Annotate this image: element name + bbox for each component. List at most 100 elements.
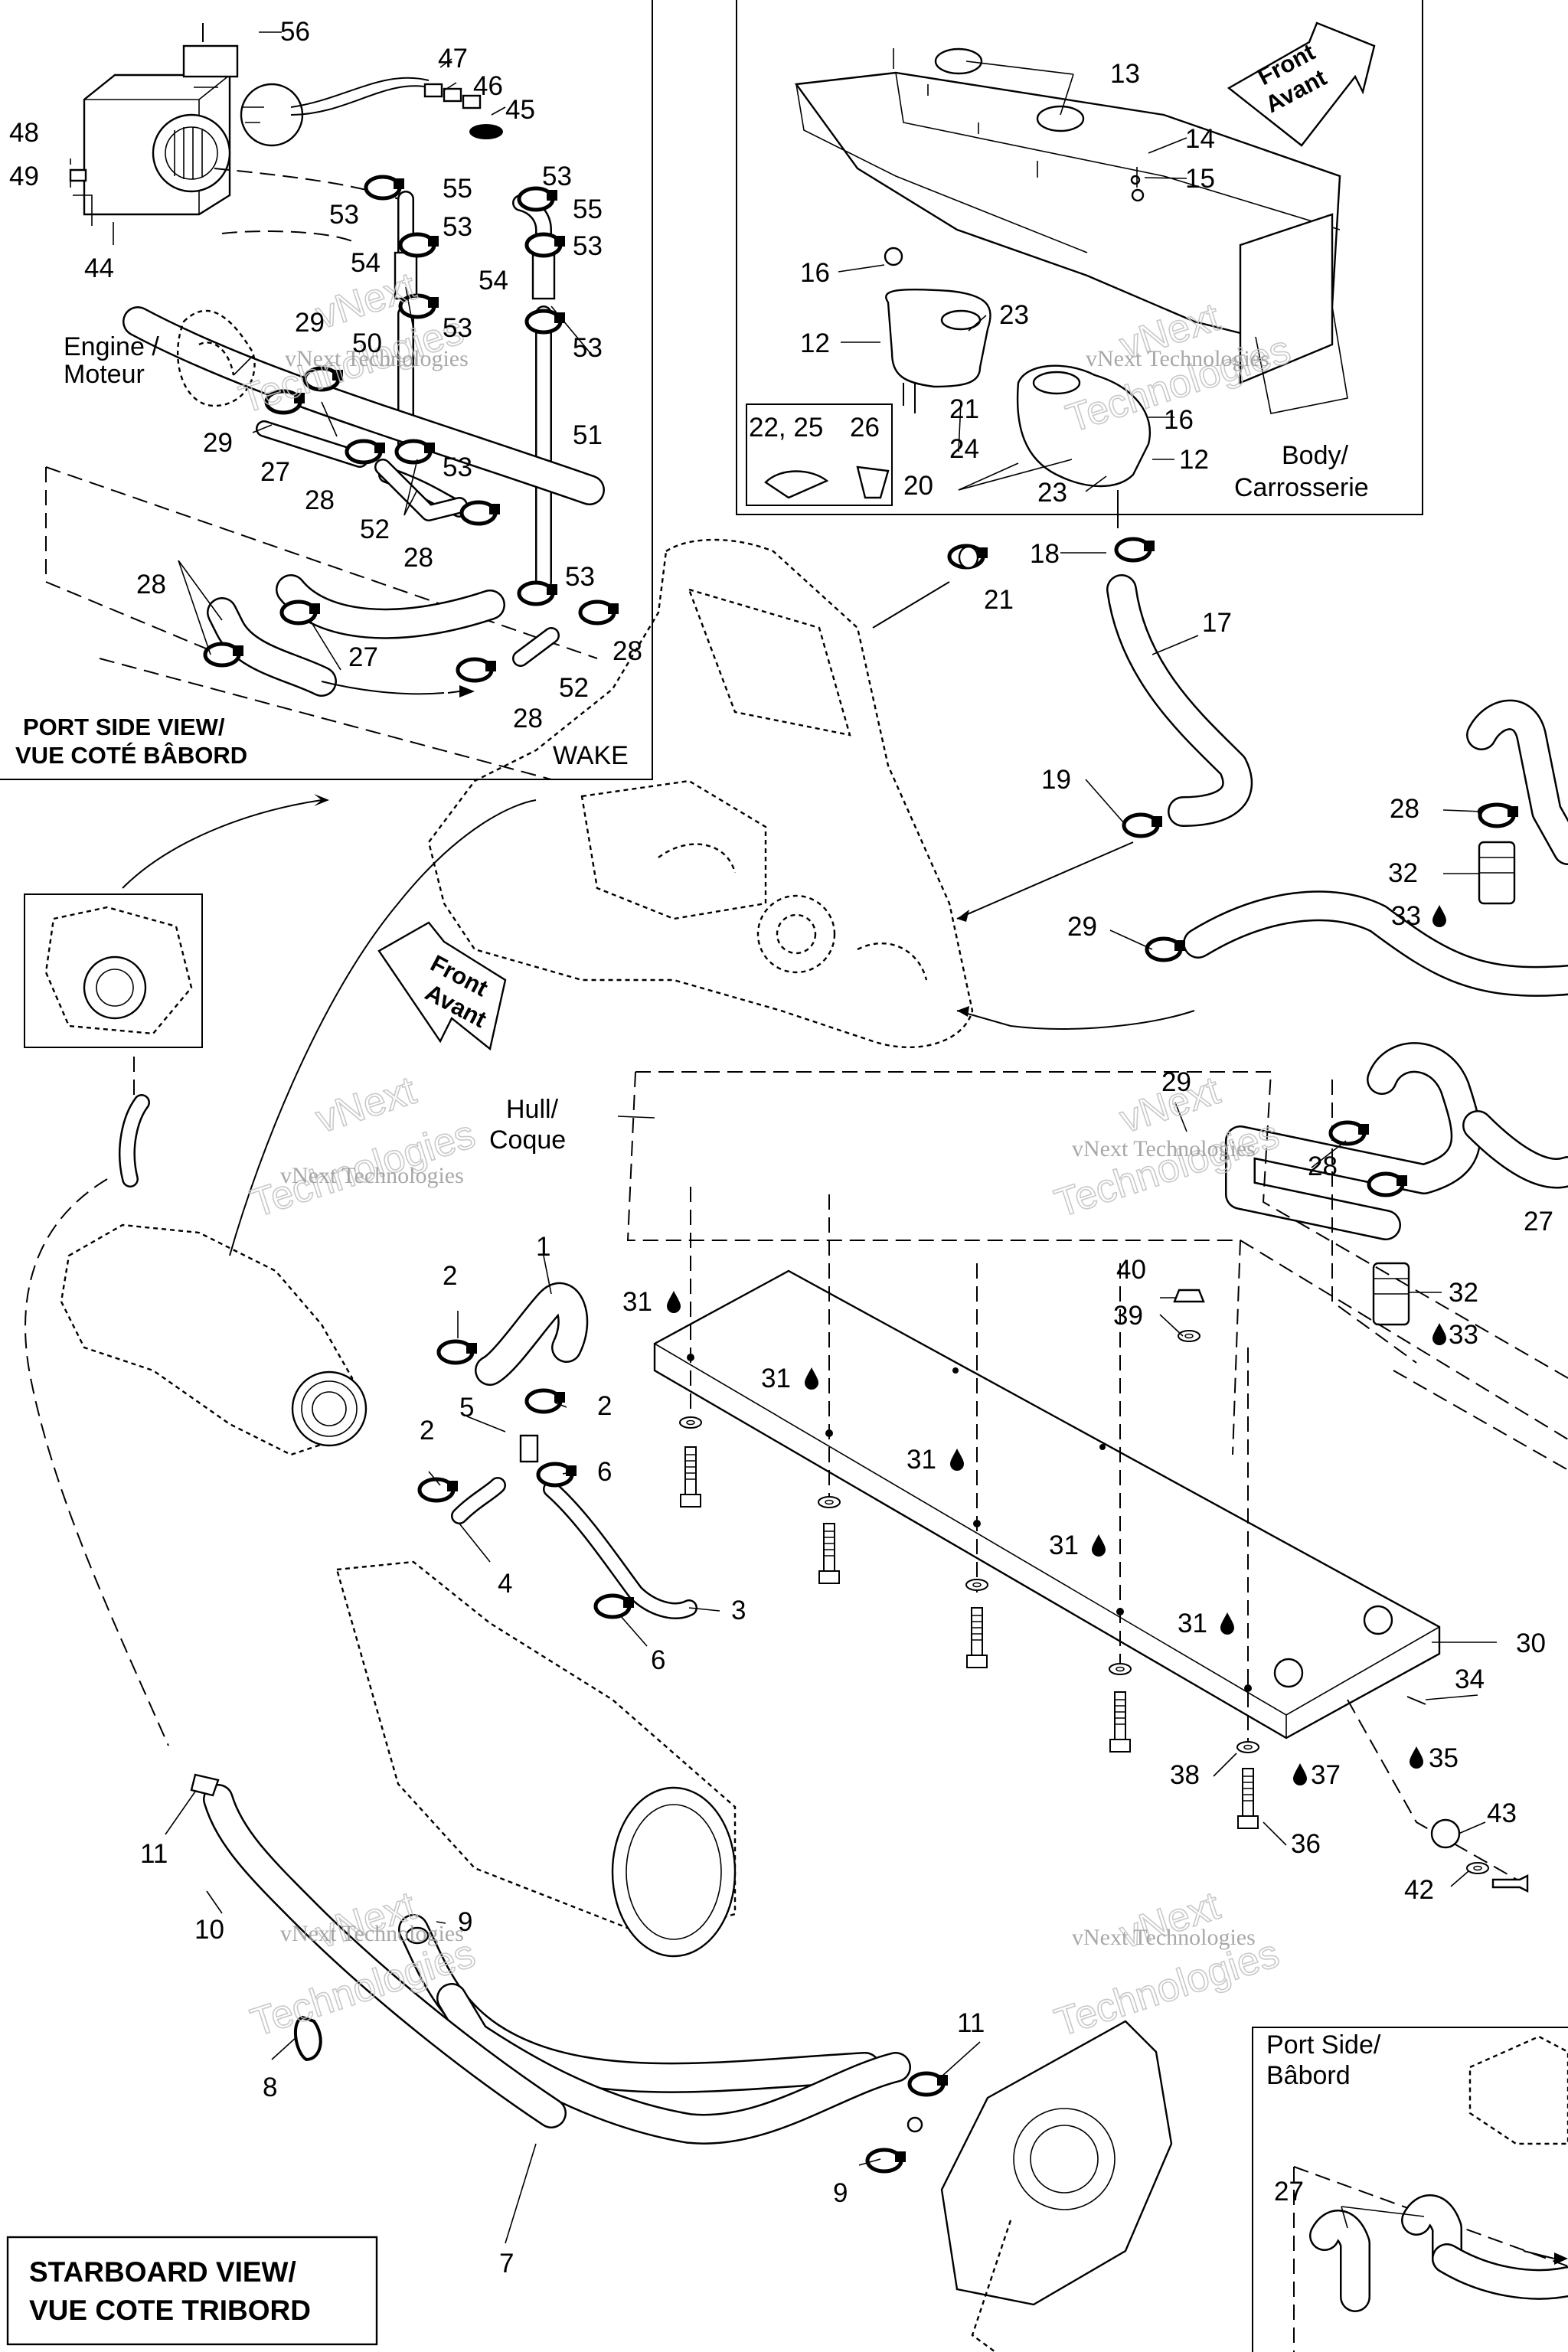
callout-55: 55 [573,194,603,224]
watermark-text: vNext Technologies [1072,1136,1256,1161]
callout-26: 26 [850,413,880,443]
callout-4: 4 [498,1569,512,1599]
leader-lines [70,31,1497,2244]
callout-numbers: 56 47 46 45 48 49 44 53 55 53 54 53 53 5… [9,17,1553,2278]
hose-1-4-6 [451,1282,697,1619]
port-side-label-line2: Bâbord [1266,2061,1351,2090]
callout-17: 17 [1202,608,1232,638]
callout-55: 55 [443,174,472,204]
callout-53: 53 [565,562,595,592]
callout-27: 27 [260,457,290,487]
starboard-view-line2: VUE COTE TRIBORD [29,2295,311,2326]
callout-44: 44 [84,253,114,283]
hose-17 [1106,574,1253,827]
fitting-32-lower [1372,1262,1410,1326]
hull-label-line1: Hull/ [506,1095,559,1124]
callout-28: 28 [513,704,543,733]
blower-unit-44 [69,23,433,226]
callout-18: 18 [1030,539,1060,569]
callout-29: 29 [1161,1067,1191,1097]
callout-33: 33 [1391,901,1421,931]
callout-49: 49 [9,162,39,191]
callout-30: 30 [1516,1628,1546,1658]
callout-27: 27 [1274,2177,1304,2207]
callout-1: 1 [536,1232,550,1262]
watermark-text: vNext Technologies [1086,346,1269,371]
hose-27-lower-loop [1225,1042,1568,1240]
callout-28: 28 [403,543,433,573]
callout-43: 43 [1487,1798,1517,1828]
heat-exchanger-plate-30 [653,1269,1441,1740]
callout-23: 23 [1037,478,1067,508]
callout-9: 9 [458,1907,472,1937]
callout-51: 51 [573,420,603,450]
callout-9: 9 [833,2178,848,2208]
callout-50: 50 [352,328,382,358]
callout-13: 13 [1110,59,1140,89]
wake-label: WAKE [553,741,629,770]
callout-31: 31 [761,1364,791,1393]
callout-12: 12 [1179,445,1209,475]
callout-39: 39 [1113,1301,1143,1331]
callout-24: 24 [949,434,979,464]
callout-32: 32 [1388,858,1418,888]
callout-32: 32 [1449,1278,1478,1308]
callout-16: 16 [1164,405,1194,435]
body-reservoir-inset [736,0,1423,528]
callout-38: 38 [1170,1760,1200,1790]
connector-45-46-47 [423,83,503,139]
callout-22-25: 22, 25 [749,413,823,443]
mounting-bolts [679,1187,1259,1829]
callout-42: 42 [1404,1875,1434,1905]
callout-31: 31 [1178,1609,1207,1638]
misc-small-parts [190,545,979,2133]
callout-11: 11 [957,2008,985,2038]
callout-29: 29 [295,308,325,338]
callout-53: 53 [443,212,472,242]
starboard-view-line1: STARBOARD VIEW/ [29,2256,296,2288]
callout-31: 31 [622,1287,652,1317]
port-side-view-line1: PORT SIDE VIEW/ [23,714,225,740]
callout-52: 52 [360,514,390,544]
hose-clamps [420,539,1518,2171]
inset-engine-thumbnail [24,893,203,1048]
callout-2: 2 [597,1391,612,1421]
hose-27-upper [1183,890,1568,997]
hull-outline [626,1071,1568,1471]
callout-2: 2 [420,1416,434,1446]
hose-7 [398,1914,911,2145]
callout-19: 19 [1041,765,1071,795]
exhaust-manifold [60,1223,368,1456]
engine-label-line1: Engine / [64,332,159,361]
watermark-text: vNext Technologies [280,1921,464,1946]
callout-3: 3 [731,1596,746,1625]
tube-55-right [512,194,556,590]
callout-23: 23 [999,300,1029,330]
callout-27: 27 [348,642,378,672]
callout-54: 54 [351,248,381,278]
callout-53: 53 [573,333,603,363]
watermark-text: vNext Technologies [285,346,469,371]
callout-48: 48 [9,118,39,148]
callout-53: 53 [443,452,472,482]
starboard-view-box: STARBOARD VIEW/ VUE COTE TRIBORD [6,2236,378,2346]
small-hardware-34-42-43 [1347,1696,1529,1893]
port-side-view-inset [0,0,653,780]
callout-36: 36 [1291,1829,1321,1859]
engine-outline [427,538,974,1048]
callout-56: 56 [280,17,310,47]
callout-53: 53 [443,313,472,343]
callout-28: 28 [305,485,335,515]
callout-31: 31 [1049,1530,1079,1560]
callout-35: 35 [1429,1743,1459,1773]
port-side-view-line2: VUE COTÉ BÂBORD [15,741,247,769]
callout-21: 21 [949,394,979,424]
front-arrow-top: Front Avant [1227,21,1376,147]
body-label-line1: Body/ [1282,441,1348,470]
callout-20: 20 [903,471,933,501]
watermarks: vNext Technologies vNext Technologies vN… [234,263,1296,2046]
callout-33: 33 [1449,1320,1478,1350]
jet-pump-housing [940,2020,1173,2352]
callout-29: 29 [203,428,233,458]
